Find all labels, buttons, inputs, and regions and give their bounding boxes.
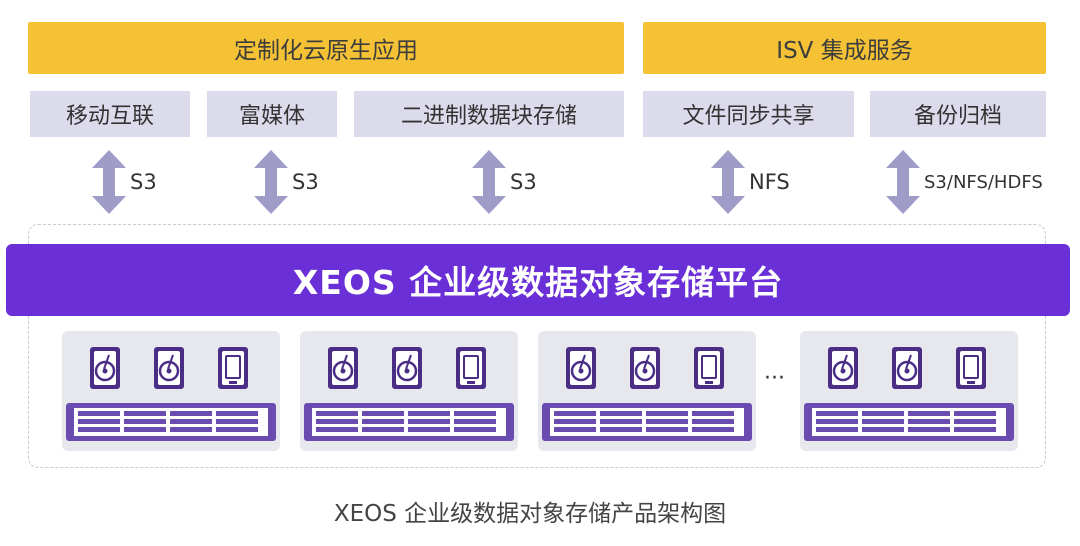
arrow-group-binary: S3: [472, 150, 537, 214]
app-box-backup: 备份归档: [870, 91, 1046, 137]
server-rack-icon: [804, 403, 1014, 441]
protocol-label: S3: [130, 170, 157, 194]
arrow-group-mobile: S3: [92, 150, 157, 214]
protocol-label: NFS: [749, 170, 790, 194]
isv-bar: ISV 集成服务: [643, 22, 1046, 74]
hard-disk-icon: [566, 347, 596, 389]
double-arrow-icon: [711, 150, 745, 214]
platform-container: [28, 224, 1046, 468]
diagram-caption: XEOS 企业级数据对象存储产品架构图: [333, 501, 727, 527]
server-rack-icon: [304, 403, 514, 441]
hard-disk-icon: [392, 347, 422, 389]
app-box-mobile: 移动互联: [30, 91, 190, 137]
protocol-label: S3: [292, 170, 319, 194]
hard-disk-icon: [630, 347, 660, 389]
ssd-icon: [218, 347, 248, 389]
storage-node-graphic: [304, 347, 514, 441]
server-rack-icon: [66, 403, 276, 441]
storage-node-graphic: [804, 347, 1014, 441]
double-arrow-icon: [254, 150, 288, 214]
storage-node: [800, 331, 1018, 451]
storage-node-graphic: [542, 347, 752, 441]
cloud-native-bar: 定制化云原生应用: [28, 22, 624, 74]
hard-disk-icon: [90, 347, 120, 389]
arrow-group-file-sync: NFS: [711, 150, 790, 214]
protocol-label: S3/NFS/HDFS: [924, 171, 1043, 193]
app-box-file-sync: 文件同步共享: [643, 91, 854, 137]
storage-node: [62, 331, 280, 451]
app-box-binary: 二进制数据块存储: [354, 91, 624, 137]
ssd-icon: [956, 347, 986, 389]
arrow-group-backup: S3/NFS/HDFS: [886, 150, 1043, 214]
platform-title: XEOS 企业级数据对象存储平台: [6, 244, 1070, 316]
hard-disk-icon: [892, 347, 922, 389]
storage-node: [300, 331, 518, 451]
hard-disk-icon: [154, 347, 184, 389]
server-rack-icon: [542, 403, 752, 441]
ssd-icon: [456, 347, 486, 389]
storage-node-graphic: [66, 347, 276, 441]
double-arrow-icon: [472, 150, 506, 214]
protocol-label: S3: [510, 170, 537, 194]
hard-disk-icon: [328, 347, 358, 389]
storage-node: [538, 331, 756, 451]
app-box-rich-media: 富媒体: [207, 91, 337, 137]
arrow-group-rich-media: S3: [254, 150, 319, 214]
more-nodes-ellipsis: ···: [764, 366, 785, 391]
hard-disk-icon: [828, 347, 858, 389]
double-arrow-icon: [886, 150, 920, 214]
double-arrow-icon: [92, 150, 126, 214]
ssd-icon: [694, 347, 724, 389]
